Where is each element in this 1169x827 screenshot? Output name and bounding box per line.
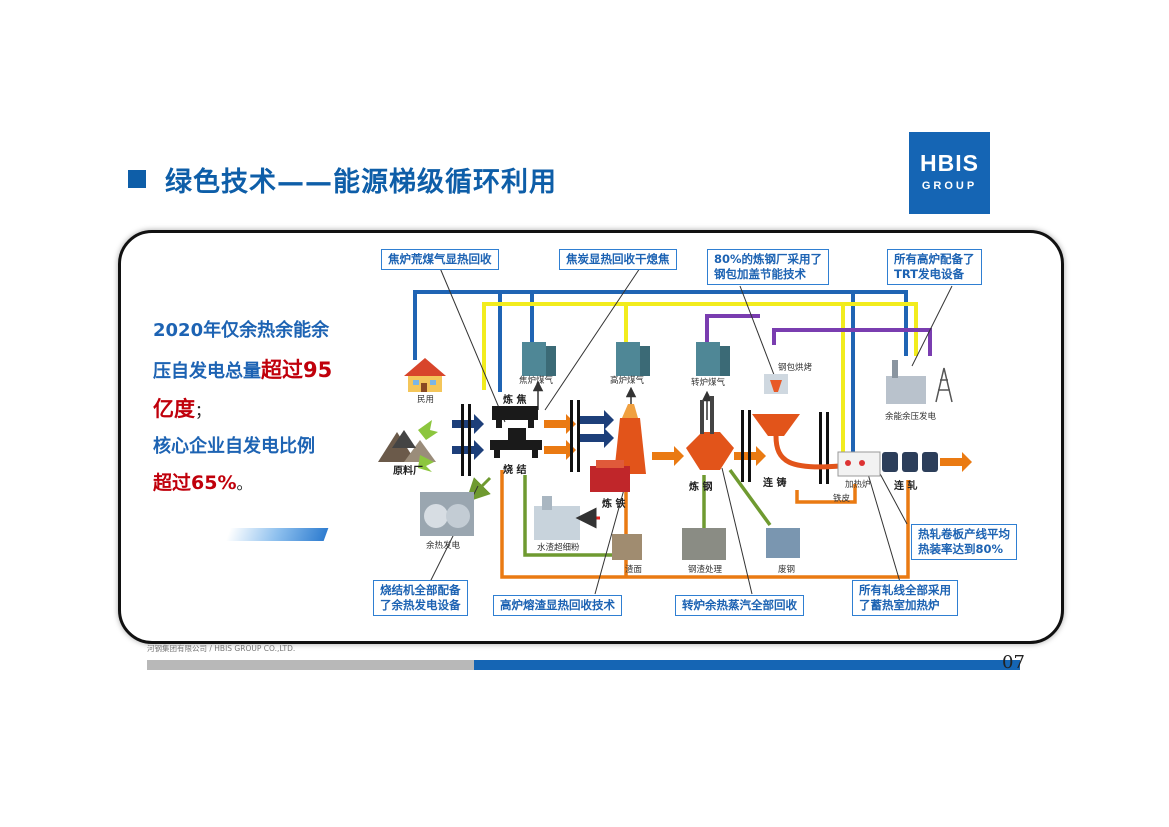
label-ironmaking: 炼 铁 (602, 499, 626, 510)
callout-bf-slag: 高炉熔渣显热回收技术 (493, 595, 622, 616)
label-raw-material: 原料厂 (393, 466, 423, 477)
summary-line-3: 亿度； (153, 393, 211, 423)
waste-heat-power-icon (420, 492, 474, 536)
continuous-caster-icon (752, 414, 841, 470)
callout-regenerative-line1: 所有轧线全部采用 (859, 583, 951, 597)
raw-material-pile-icon (378, 430, 436, 462)
reheating-furnace-icon (837, 451, 881, 477)
logo-text: HBIS (920, 150, 979, 176)
callout-hot-roll-line2: 热装率达到80% (918, 542, 1004, 556)
label-slag-powder: 水渣超细粉 (537, 543, 580, 553)
label-waste-power: 余热发电 (426, 541, 461, 551)
summary-highlight-95: 超过95 (261, 358, 333, 382)
label-coking: 炼 焦 (503, 395, 527, 406)
hbis-logo: HBIS GROUP (909, 132, 990, 214)
callout-hot-roll: 热轧卷板产线平均热装率达到80% (911, 524, 1017, 560)
callout-sinter-power-line2: 了余热发电设备 (380, 598, 461, 612)
callout-regenerative-line2: 了蓄热室加热炉 (859, 598, 940, 612)
label-residual-power: 余能余压发电 (885, 412, 937, 422)
summary-highlight-unit: 亿度 (153, 397, 195, 421)
process-separators (461, 400, 829, 484)
callout-regenerative: 所有轧线全部采用了蓄热室加热炉 (852, 580, 958, 616)
raw-material-arrows (418, 420, 438, 472)
blast-furnace-icon (590, 404, 646, 492)
gas-network-purple-lines (705, 314, 932, 356)
label-ladle-baking: 钢包烘烤 (778, 363, 813, 373)
callout-sinter-power: 烧结机全部配备了余热发电设备 (373, 580, 468, 616)
rolling-mill-icon (882, 452, 938, 472)
byproduct-green-lines (523, 468, 772, 557)
power-plant-icon (886, 360, 953, 404)
footer-bar-gray (147, 660, 474, 670)
summary-period: 。 (236, 474, 253, 493)
callout-sinter-power-line1: 烧结机全部配备 (380, 583, 461, 597)
summary-line-2-text: 压自发电总量 (153, 361, 261, 382)
page-number: 07 (1002, 652, 1025, 673)
footer-company: 河钢集团有限公司 / HBIS GROUP CO.,LTD. (147, 644, 296, 653)
coke-oven-icon (492, 406, 538, 428)
label-sintering: 烧 结 (503, 465, 527, 476)
callout-trt-line1: 所有高炉配备了 (894, 252, 975, 266)
logo-subtext: GROUP (921, 180, 978, 192)
label-coke-gas: 焦炉煤气 (519, 376, 554, 386)
callout-ladle-cover: 80%的炼钢厂采用了钢包加盖节能技术 (707, 249, 830, 285)
callout-coke-dry-quench: 焦炭显热回收干熄焦 (559, 249, 677, 270)
sinter-to-power-arrow (465, 476, 492, 503)
slag-powder-plant-icon (534, 496, 580, 540)
summary-semicolon: ； (195, 401, 212, 420)
callout-trt-line2: TRT发电设备 (894, 267, 965, 281)
slag-process-icons (612, 528, 800, 560)
orange-flow-arrows (544, 414, 972, 472)
summary-line-5: 超过65%。 (153, 468, 253, 495)
page-title: 绿色技术——能源梯级循环利用 (165, 167, 557, 198)
house-icon (404, 358, 446, 392)
label-converter-gas: 转炉煤气 (691, 378, 726, 388)
title-bullet (128, 170, 146, 188)
label-slag-surface: 渣面 (625, 565, 643, 575)
callout-hot-roll-line1: 热轧卷板产线平均 (918, 527, 1010, 541)
label-civil: 民用 (417, 395, 435, 405)
label-steelmaking: 炼 钢 (689, 482, 713, 493)
callout-ladle-cover-line2: 钢包加盖节能技术 (714, 267, 806, 281)
summary-highlight-65: 超过65% (153, 472, 237, 494)
summary-line-4: 核心企业自发电比例 (153, 436, 315, 457)
sinter-machine-icon (490, 428, 542, 458)
converter-icon (686, 396, 734, 470)
summary-line-2: 压自发电总量超过95 (153, 354, 332, 384)
callout-ladle-cover-line1: 80%的炼钢厂采用了 (714, 252, 823, 266)
label-rolling: 连 轧 (894, 481, 918, 492)
label-reheating: 加热炉 (845, 480, 871, 490)
label-scale: 铁皮 (833, 494, 851, 504)
footer-bar-blue (474, 660, 1020, 670)
gas-network-blue-lines (413, 290, 908, 452)
label-casting: 连 铸 (763, 478, 787, 489)
summary-line-1: 2020年仅余热余能余 (153, 320, 330, 341)
callout-coke-oven-gas: 焦炉荒煤气显热回收 (381, 249, 499, 270)
label-steel-slag: 钢渣处理 (688, 565, 723, 575)
gas-holder-icons (522, 342, 730, 376)
ladle-baking-icon (764, 374, 788, 394)
label-bf-gas: 高炉煤气 (610, 376, 645, 386)
label-scrap: 废钢 (778, 565, 796, 575)
callout-converter-steam: 转炉余热蒸汽全部回收 (675, 595, 804, 616)
